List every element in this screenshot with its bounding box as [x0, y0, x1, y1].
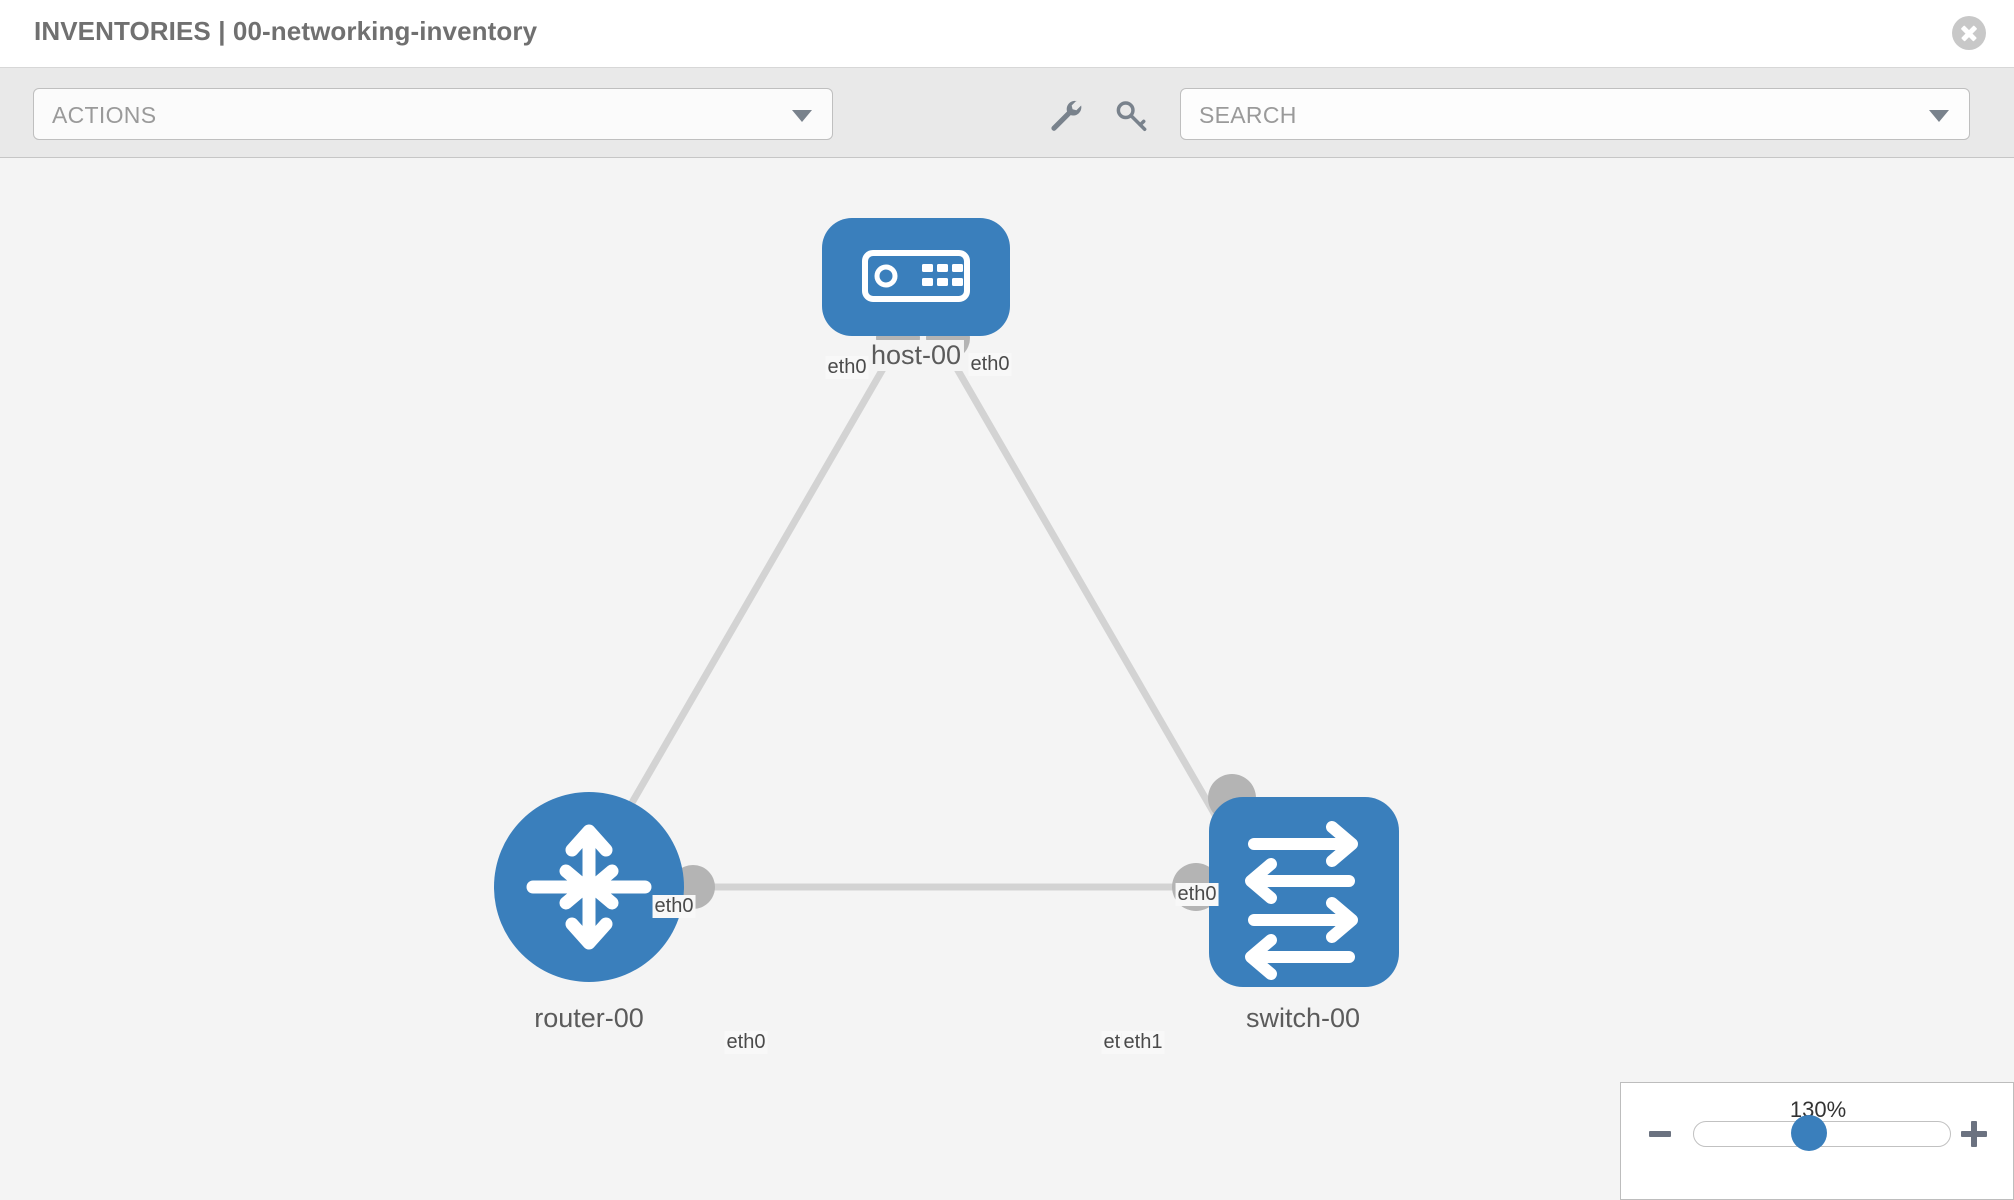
search-input[interactable]: SEARCH — [1180, 88, 1970, 140]
plus-icon-stroke-horizontal — [1961, 1131, 1987, 1137]
key-icon[interactable] — [1113, 96, 1151, 134]
node-switch-00 — [1209, 797, 1399, 987]
topology-canvas[interactable]: host-00 router-00 switch-00 eth0 eth0 et… — [0, 158, 2014, 1200]
switch-arrows-icon — [1245, 821, 1358, 980]
iface-label-switch00-west-eth1: eth1 — [1121, 1031, 1165, 1054]
chevron-down-icon[interactable] — [1929, 110, 1949, 122]
actions-dropdown-label: ACTIONS — [52, 102, 157, 128]
node-host-00 — [822, 218, 1010, 336]
chevron-down-icon — [792, 110, 812, 122]
actions-dropdown[interactable]: ACTIONS — [33, 88, 833, 140]
wrench-icon[interactable] — [1046, 96, 1084, 134]
plus-icon[interactable] — [1961, 1121, 1987, 1147]
close-icon[interactable] — [1952, 16, 1986, 50]
node-label-switch-00: switch-00 — [1242, 1003, 1364, 1034]
iface-label-router00-north: eth0 — [652, 895, 696, 918]
search-placeholder: SEARCH — [1199, 102, 1297, 128]
server-icon — [862, 250, 970, 302]
minus-icon[interactable] — [1649, 1131, 1671, 1137]
edge-host00-router00 — [596, 346, 899, 860]
iface-label-host00-right: eth0 — [968, 353, 1012, 376]
edges-layer — [596, 346, 1244, 891]
node-label-router-00: router-00 — [531, 1003, 647, 1034]
zoom-control-panel: 130% — [1620, 1082, 2014, 1200]
zoom-slider-thumb[interactable] — [1791, 1115, 1827, 1151]
iface-label-switch00-north: eth0 — [1175, 883, 1219, 906]
toolbar: ACTIONS SEARCH — [0, 68, 2014, 158]
node-label-host-00: host-00 — [867, 340, 965, 371]
node-router-00 — [494, 792, 684, 982]
topology-graph — [494, 218, 1399, 987]
page-header: INVENTORIES | 00-networking-inventory — [0, 0, 2014, 68]
router-arrows-icon — [526, 824, 652, 950]
page-title: INVENTORIES | 00-networking-inventory — [34, 16, 538, 46]
iface-label-router00-east: eth0 — [724, 1031, 768, 1054]
edge-host00-switch00 — [941, 346, 1244, 860]
ports-layer — [671, 316, 1256, 911]
iface-label-host00-left: eth0 — [825, 356, 869, 379]
